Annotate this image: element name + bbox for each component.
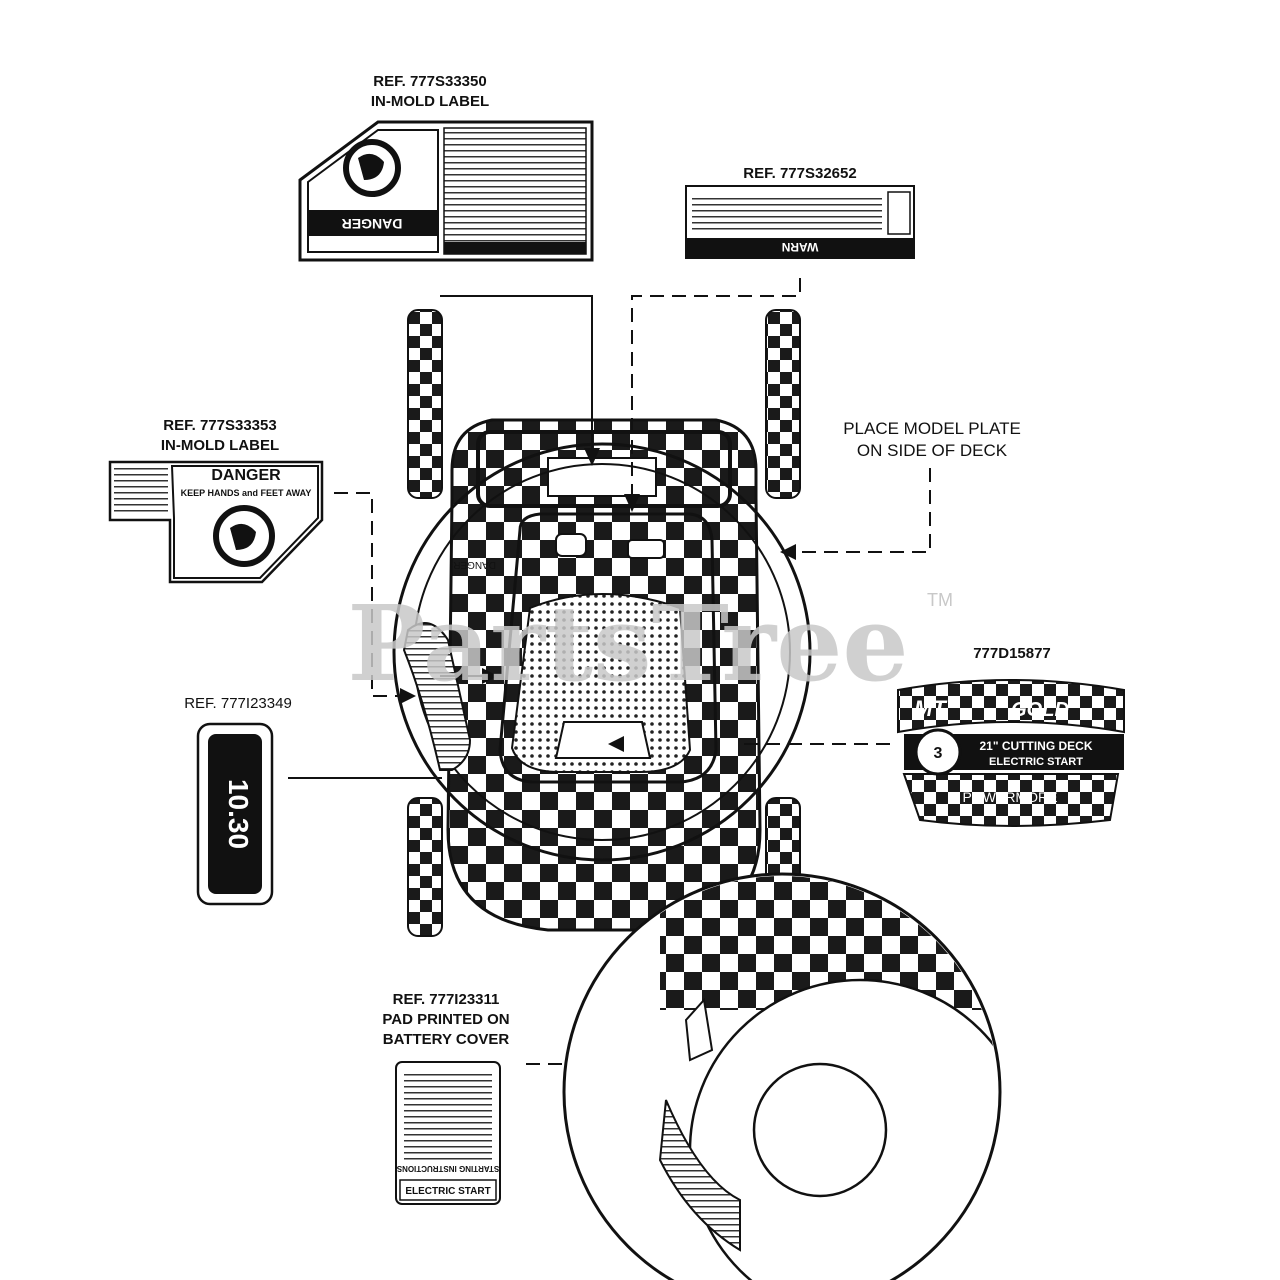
front-right-wheel [765, 309, 801, 499]
callout-777s33353: REF. 777S33353 IN-MOLD LABEL [120, 416, 320, 456]
callout-model-plate: PLACE MODEL PLATE ON SIDE OF DECK [800, 418, 1064, 462]
callout-777s33350: REF. 777S33350 IN-MOLD LABEL [330, 72, 530, 112]
keep-hands-text: KEEP HANDS and FEET AWAY [181, 488, 312, 498]
power-fragment: POWERMORE [963, 789, 1058, 805]
in-mold-label-left [108, 460, 324, 584]
badge-label [196, 722, 274, 906]
cutting-deck-text: 21" CUTTING DECK [979, 739, 1092, 753]
watermark-trademark: TM [927, 590, 953, 610]
electric-start-decal-text: ELECTRIC START [989, 756, 1083, 768]
callout-line: PLACE MODEL PLATE [843, 419, 1021, 438]
danger-word-rotated: DANGER [342, 216, 403, 232]
callout-line: BATTERY COVER [382, 1031, 510, 1048]
front-left-wheel [407, 309, 443, 499]
warranty-number: 3 [934, 745, 943, 762]
callout-line: ON SIDE OF DECK [856, 441, 1008, 460]
gold-fragment: GOLD [1011, 699, 1069, 721]
arrow-heads [400, 448, 796, 1072]
battery-cover-detail [562, 872, 1002, 1280]
callout-777i23311: REF. 777I23311 PAD PRINTED ON BATTERY CO… [346, 990, 546, 1050]
danger-small-text: DANGER [453, 559, 496, 570]
callout-ref: REF. 777S33353 [163, 417, 277, 434]
in-mold-label-top [298, 120, 594, 262]
callout-777d15877: 777D15877 [912, 644, 1112, 664]
battery-cover-label [395, 1061, 501, 1205]
brand-decal [897, 679, 1125, 827]
callout-note: IN-MOLD LABEL [160, 437, 280, 454]
callout-ref: REF. 777I23349 [184, 695, 292, 712]
callout-note: IN-MOLD LABEL [370, 93, 490, 110]
handle-grip [402, 621, 472, 771]
callout-ref: REF. 777S32652 [743, 165, 857, 182]
callout-777s32652: REF. 777S32652 [700, 164, 900, 184]
callout-777i23349: REF. 777I23349 [138, 694, 338, 714]
callout-ref: 777D15877 [973, 645, 1051, 662]
starting-instructions-text: STARTING INSTRUCTIONS [396, 1164, 499, 1173]
callout-line: PAD PRINTED ON [382, 1011, 510, 1028]
warning-label [685, 185, 915, 259]
brand-fragment: MT [914, 696, 947, 721]
badge-number: 10.30 [223, 779, 254, 849]
rear-left-wheel [407, 797, 443, 937]
electric-start-label-text: ELECTRIC START [405, 1186, 490, 1197]
callout-ref: REF. 777I23311 [392, 991, 500, 1008]
engine [498, 512, 718, 784]
warn-fragment: WARN [782, 240, 819, 254]
watermark-text: PartsTree [347, 582, 908, 705]
danger-word-left: DANGER [211, 467, 281, 484]
callout-ref: REF. 777S33350 [373, 73, 487, 90]
